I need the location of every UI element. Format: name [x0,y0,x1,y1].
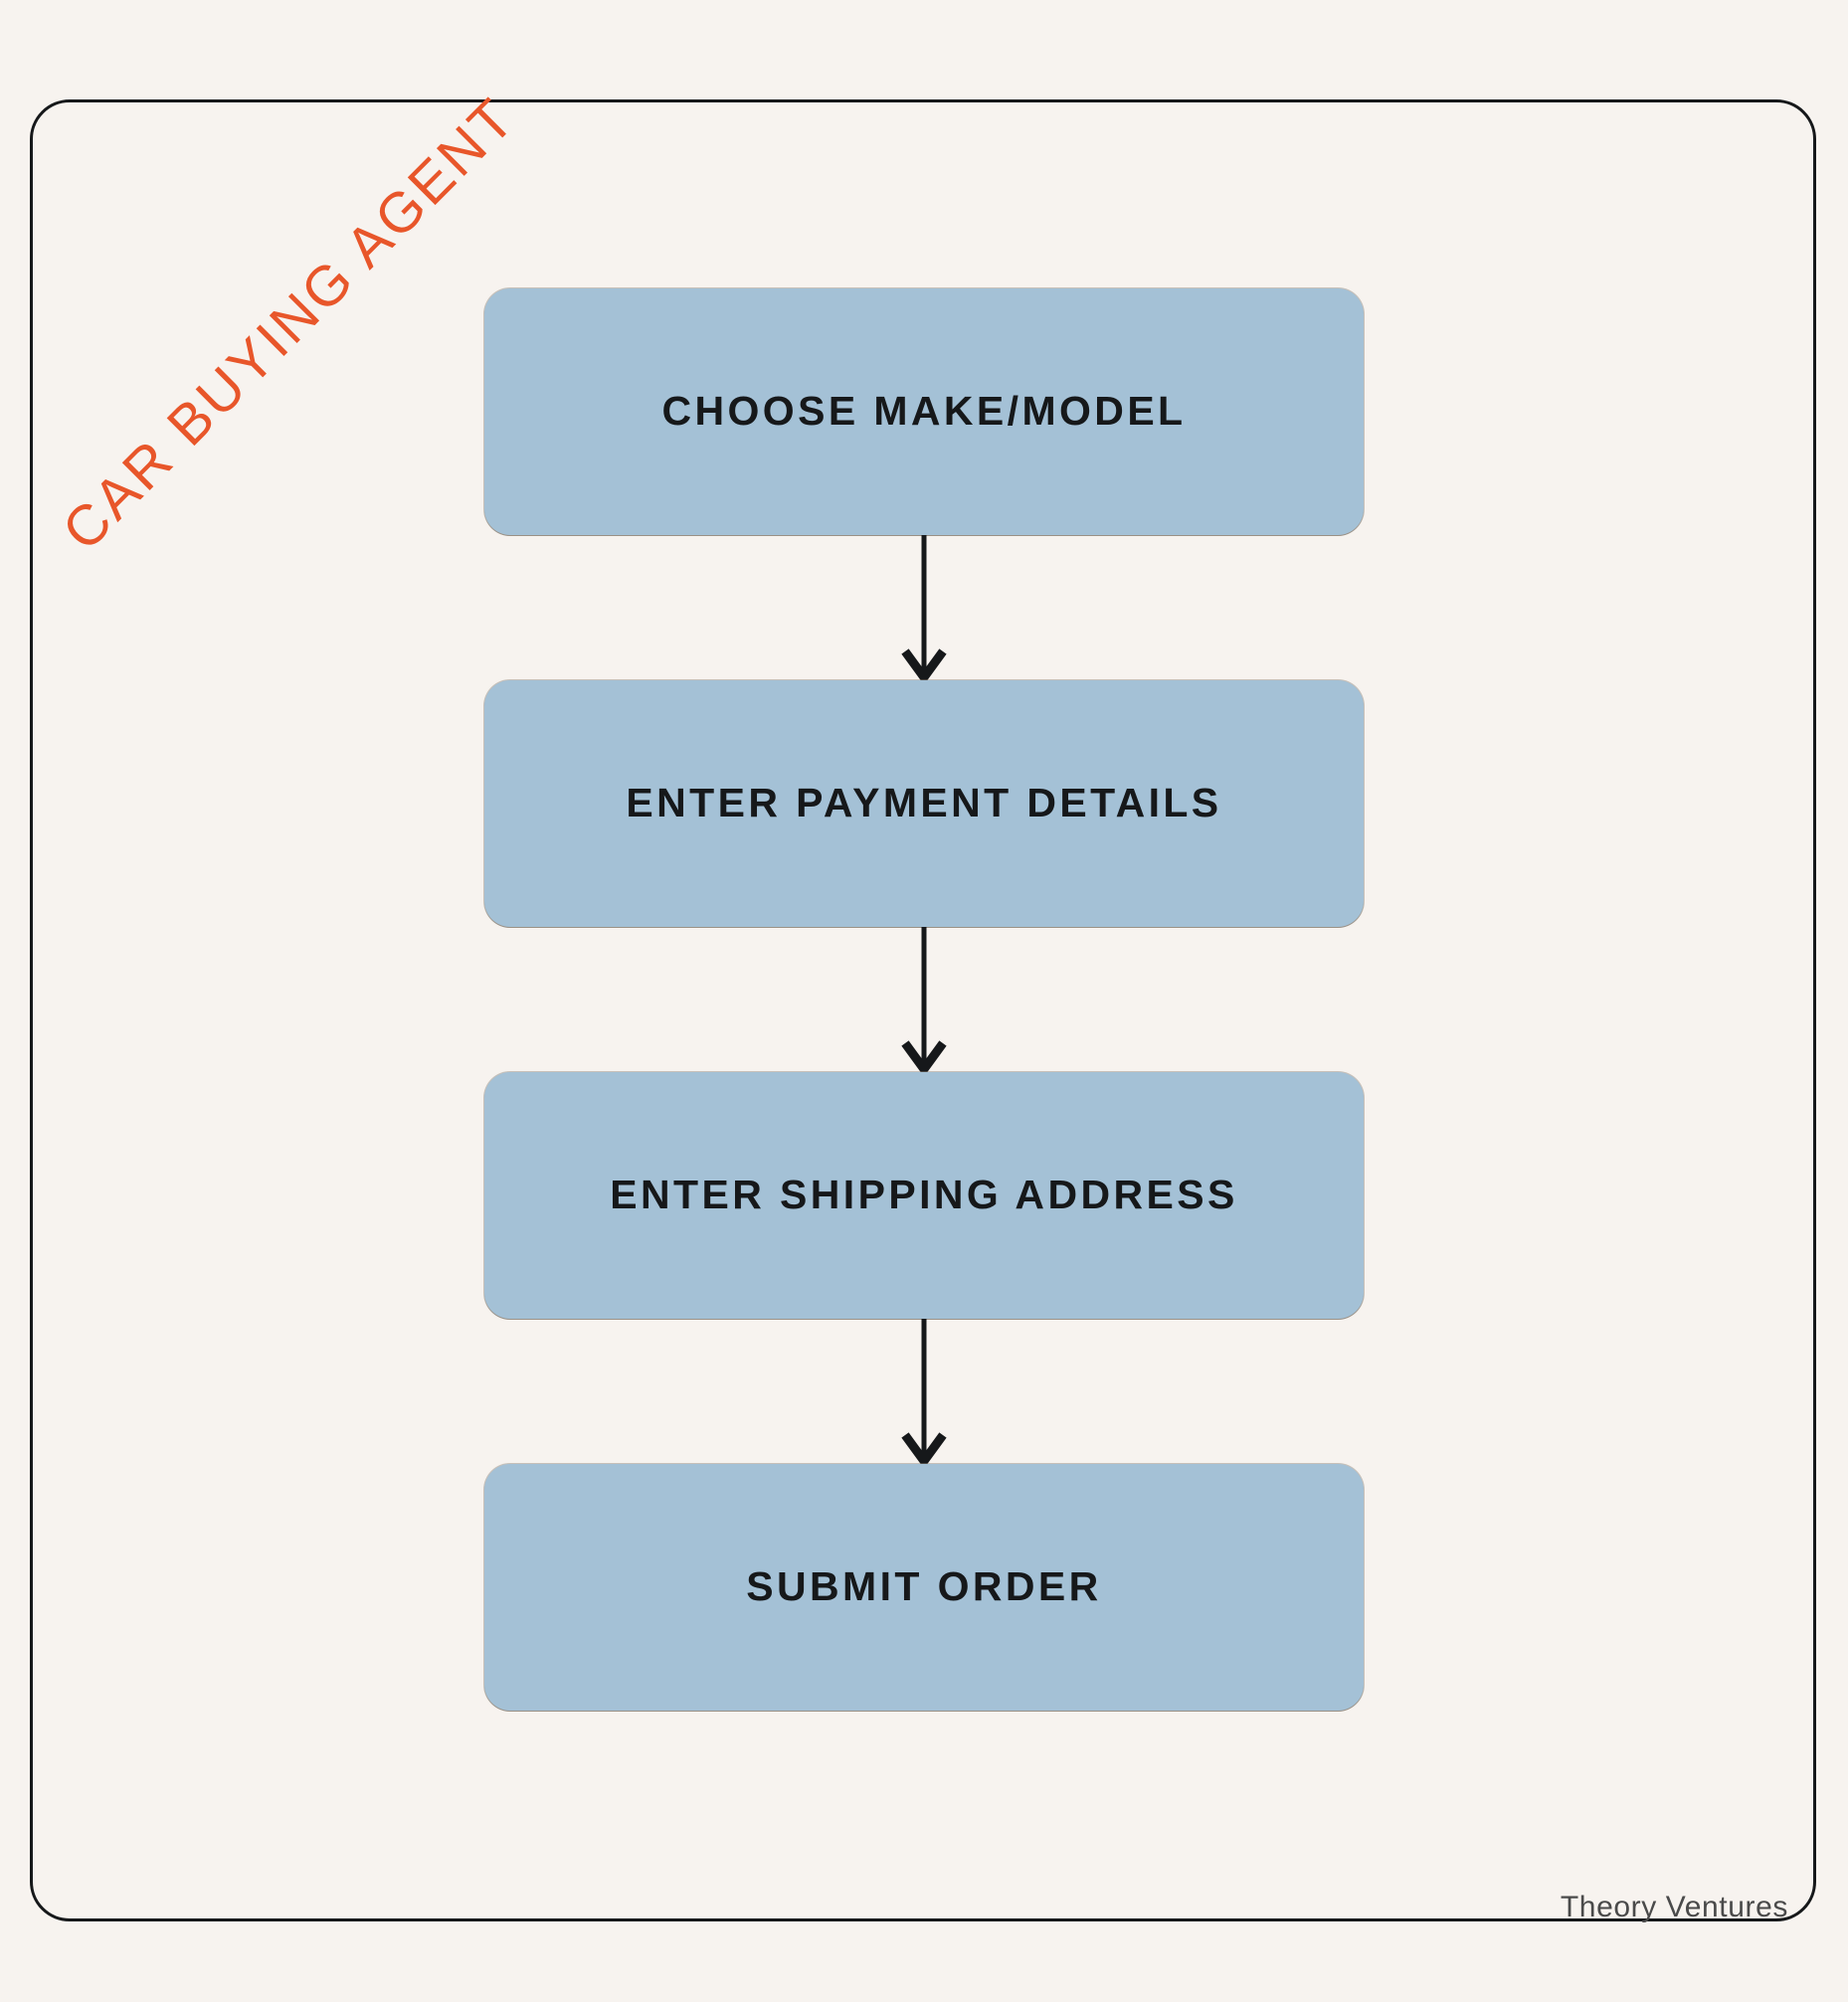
flow-node-label: CHOOSE MAKE/MODEL [661,388,1187,435]
arrow-head-icon [901,1040,947,1072]
flow-node-enter-payment-details[interactable]: ENTER PAYMENT DETAILS [484,680,1364,927]
arrow-head-icon [901,648,947,680]
flow-node-choose-make-model[interactable]: CHOOSE MAKE/MODEL [484,288,1364,535]
flow-connector-2 [484,927,1364,1072]
flowchart-column: CHOOSE MAKE/MODEL ENTER PAYMENT DETAILS … [484,288,1364,1711]
flow-node-submit-order[interactable]: SUBMIT ORDER [484,1464,1364,1711]
flow-node-enter-shipping-address[interactable]: ENTER SHIPPING ADDRESS [484,1072,1364,1319]
flow-connector-1 [484,535,1364,680]
flow-node-label: ENTER SHIPPING ADDRESS [610,1172,1238,1218]
flow-connector-3 [484,1319,1364,1464]
flow-node-label: SUBMIT ORDER [746,1563,1102,1610]
diagram-frame-border [30,99,1816,1921]
arrow-head-icon [901,1432,947,1464]
flow-node-label: ENTER PAYMENT DETAILS [626,780,1222,826]
footer-attribution: Theory Ventures [1560,1891,1788,1923]
